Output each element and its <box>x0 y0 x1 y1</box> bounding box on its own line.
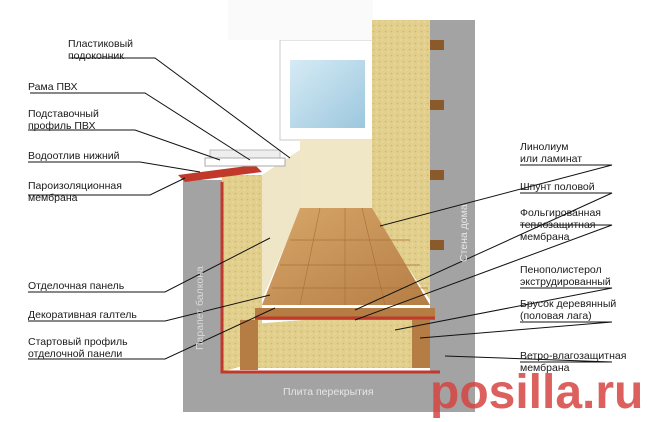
wind-membrane-line <box>220 182 440 374</box>
label-decor-fillet: Декоративная галтель <box>28 309 137 321</box>
label-pvc-frame: Рама ПВХ <box>28 81 78 93</box>
label-plastic-sill: Пластиковый подоконник <box>68 38 133 62</box>
label-wind-membrane: Ветро-влагозащитная мембрана <box>520 350 627 374</box>
slab-label: Плита перекрытия <box>283 386 374 398</box>
label-finish-panel: Отделочная панель <box>28 280 125 292</box>
parapet-label: Парапет балкона <box>194 266 206 350</box>
label-vapor-membrane: Пароизоляционная мембрана <box>28 180 122 204</box>
label-start-profile: Стартовый профиль отделочной панели <box>28 336 128 360</box>
watermark: posilla.ru <box>430 366 644 419</box>
laminate-floor <box>262 207 430 306</box>
label-lower-drip: Водоотлив нижний <box>28 150 120 162</box>
label-floor-batten: Шпунт половой <box>520 181 595 193</box>
label-polystyrene: Пенополистерол экструдированный <box>520 264 611 288</box>
window <box>228 0 376 141</box>
right-wall-insulation <box>300 20 430 300</box>
label-linoleum: Линолиум или ламинат <box>520 141 583 165</box>
leader-lines <box>28 57 613 363</box>
label-foil-insulation: Фольгированная теплозащитная мембрана <box>520 207 601 243</box>
floor-insulation <box>240 308 435 370</box>
house-wall-label: Стена дома <box>458 204 470 262</box>
label-support-profile: Подставочный профиль ПВХ <box>28 108 99 132</box>
floor-slab <box>183 372 475 412</box>
label-wood-bar: Брусок деревянный (половая лага) <box>520 298 617 322</box>
